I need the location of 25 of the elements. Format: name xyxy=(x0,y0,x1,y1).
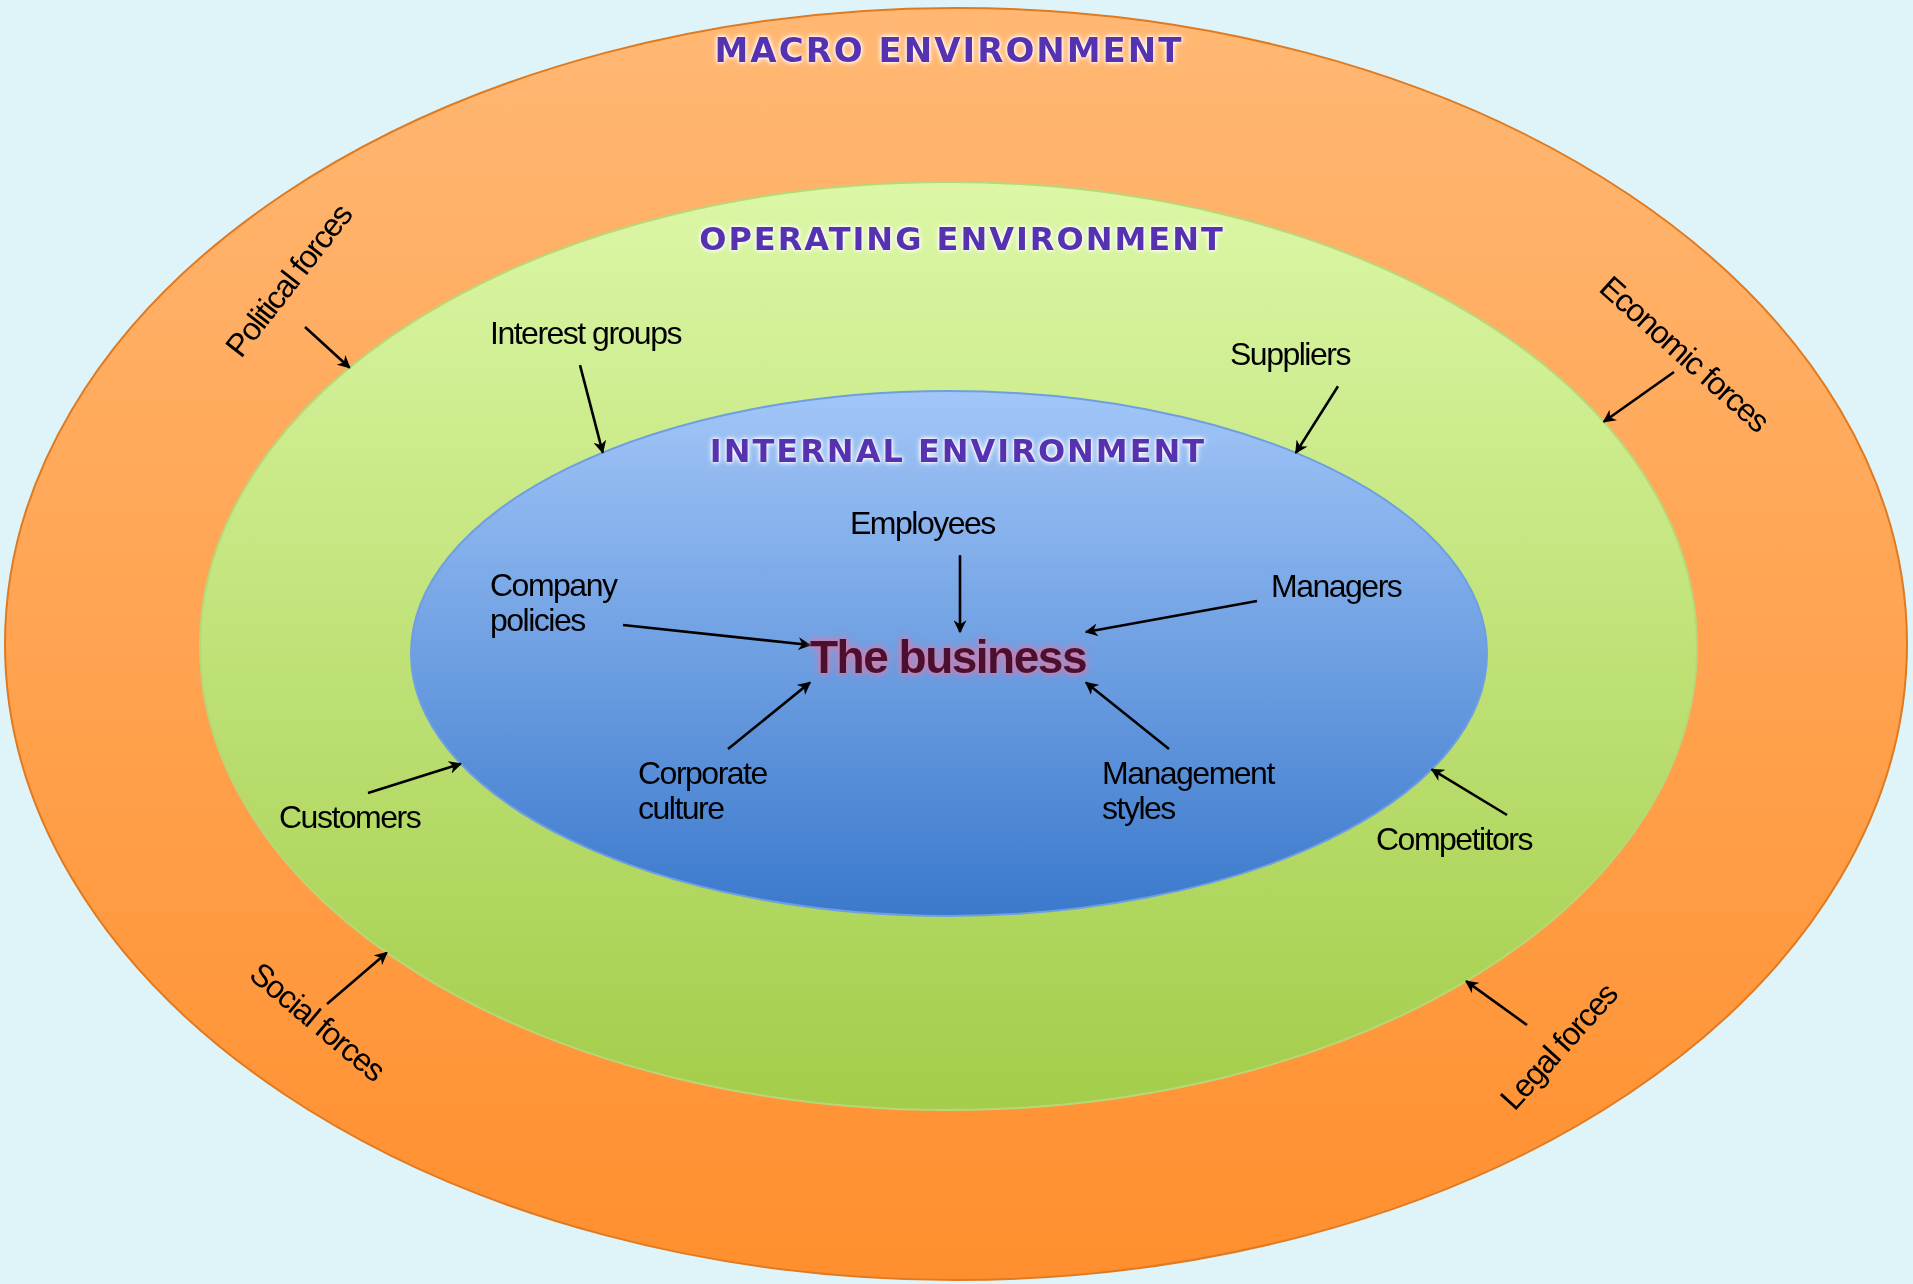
arrow xyxy=(1084,599,1258,637)
center-title: The business xyxy=(810,632,1086,683)
ring-title: OPERATING ENVIRONMENT xyxy=(699,220,1225,258)
factor-label: Company policies xyxy=(490,568,650,639)
arrow xyxy=(953,555,967,634)
arrow xyxy=(1084,681,1170,750)
factor-label: Competitors xyxy=(1376,822,1532,858)
factor-label: Corporate culture xyxy=(638,756,808,827)
arrow xyxy=(1465,980,1528,1027)
factor-label: Employees xyxy=(850,506,995,542)
arrow xyxy=(304,326,351,369)
factor-label: Management styles xyxy=(1102,756,1322,827)
arrow xyxy=(1294,385,1340,454)
factor-label: Managers xyxy=(1271,569,1402,605)
arrow xyxy=(326,951,388,1005)
arrow xyxy=(578,364,607,454)
arrow xyxy=(1430,768,1508,817)
arrow xyxy=(727,681,811,750)
factor-label: Interest groups xyxy=(490,316,681,352)
arrow xyxy=(1602,370,1675,423)
arrow xyxy=(367,761,463,795)
factor-label: Customers xyxy=(279,800,421,836)
factor-label: Suppliers xyxy=(1230,337,1350,373)
ring-title: MACRO ENVIRONMENT xyxy=(714,30,1184,70)
ring-title: INTERNAL ENVIRONMENT xyxy=(709,432,1207,470)
